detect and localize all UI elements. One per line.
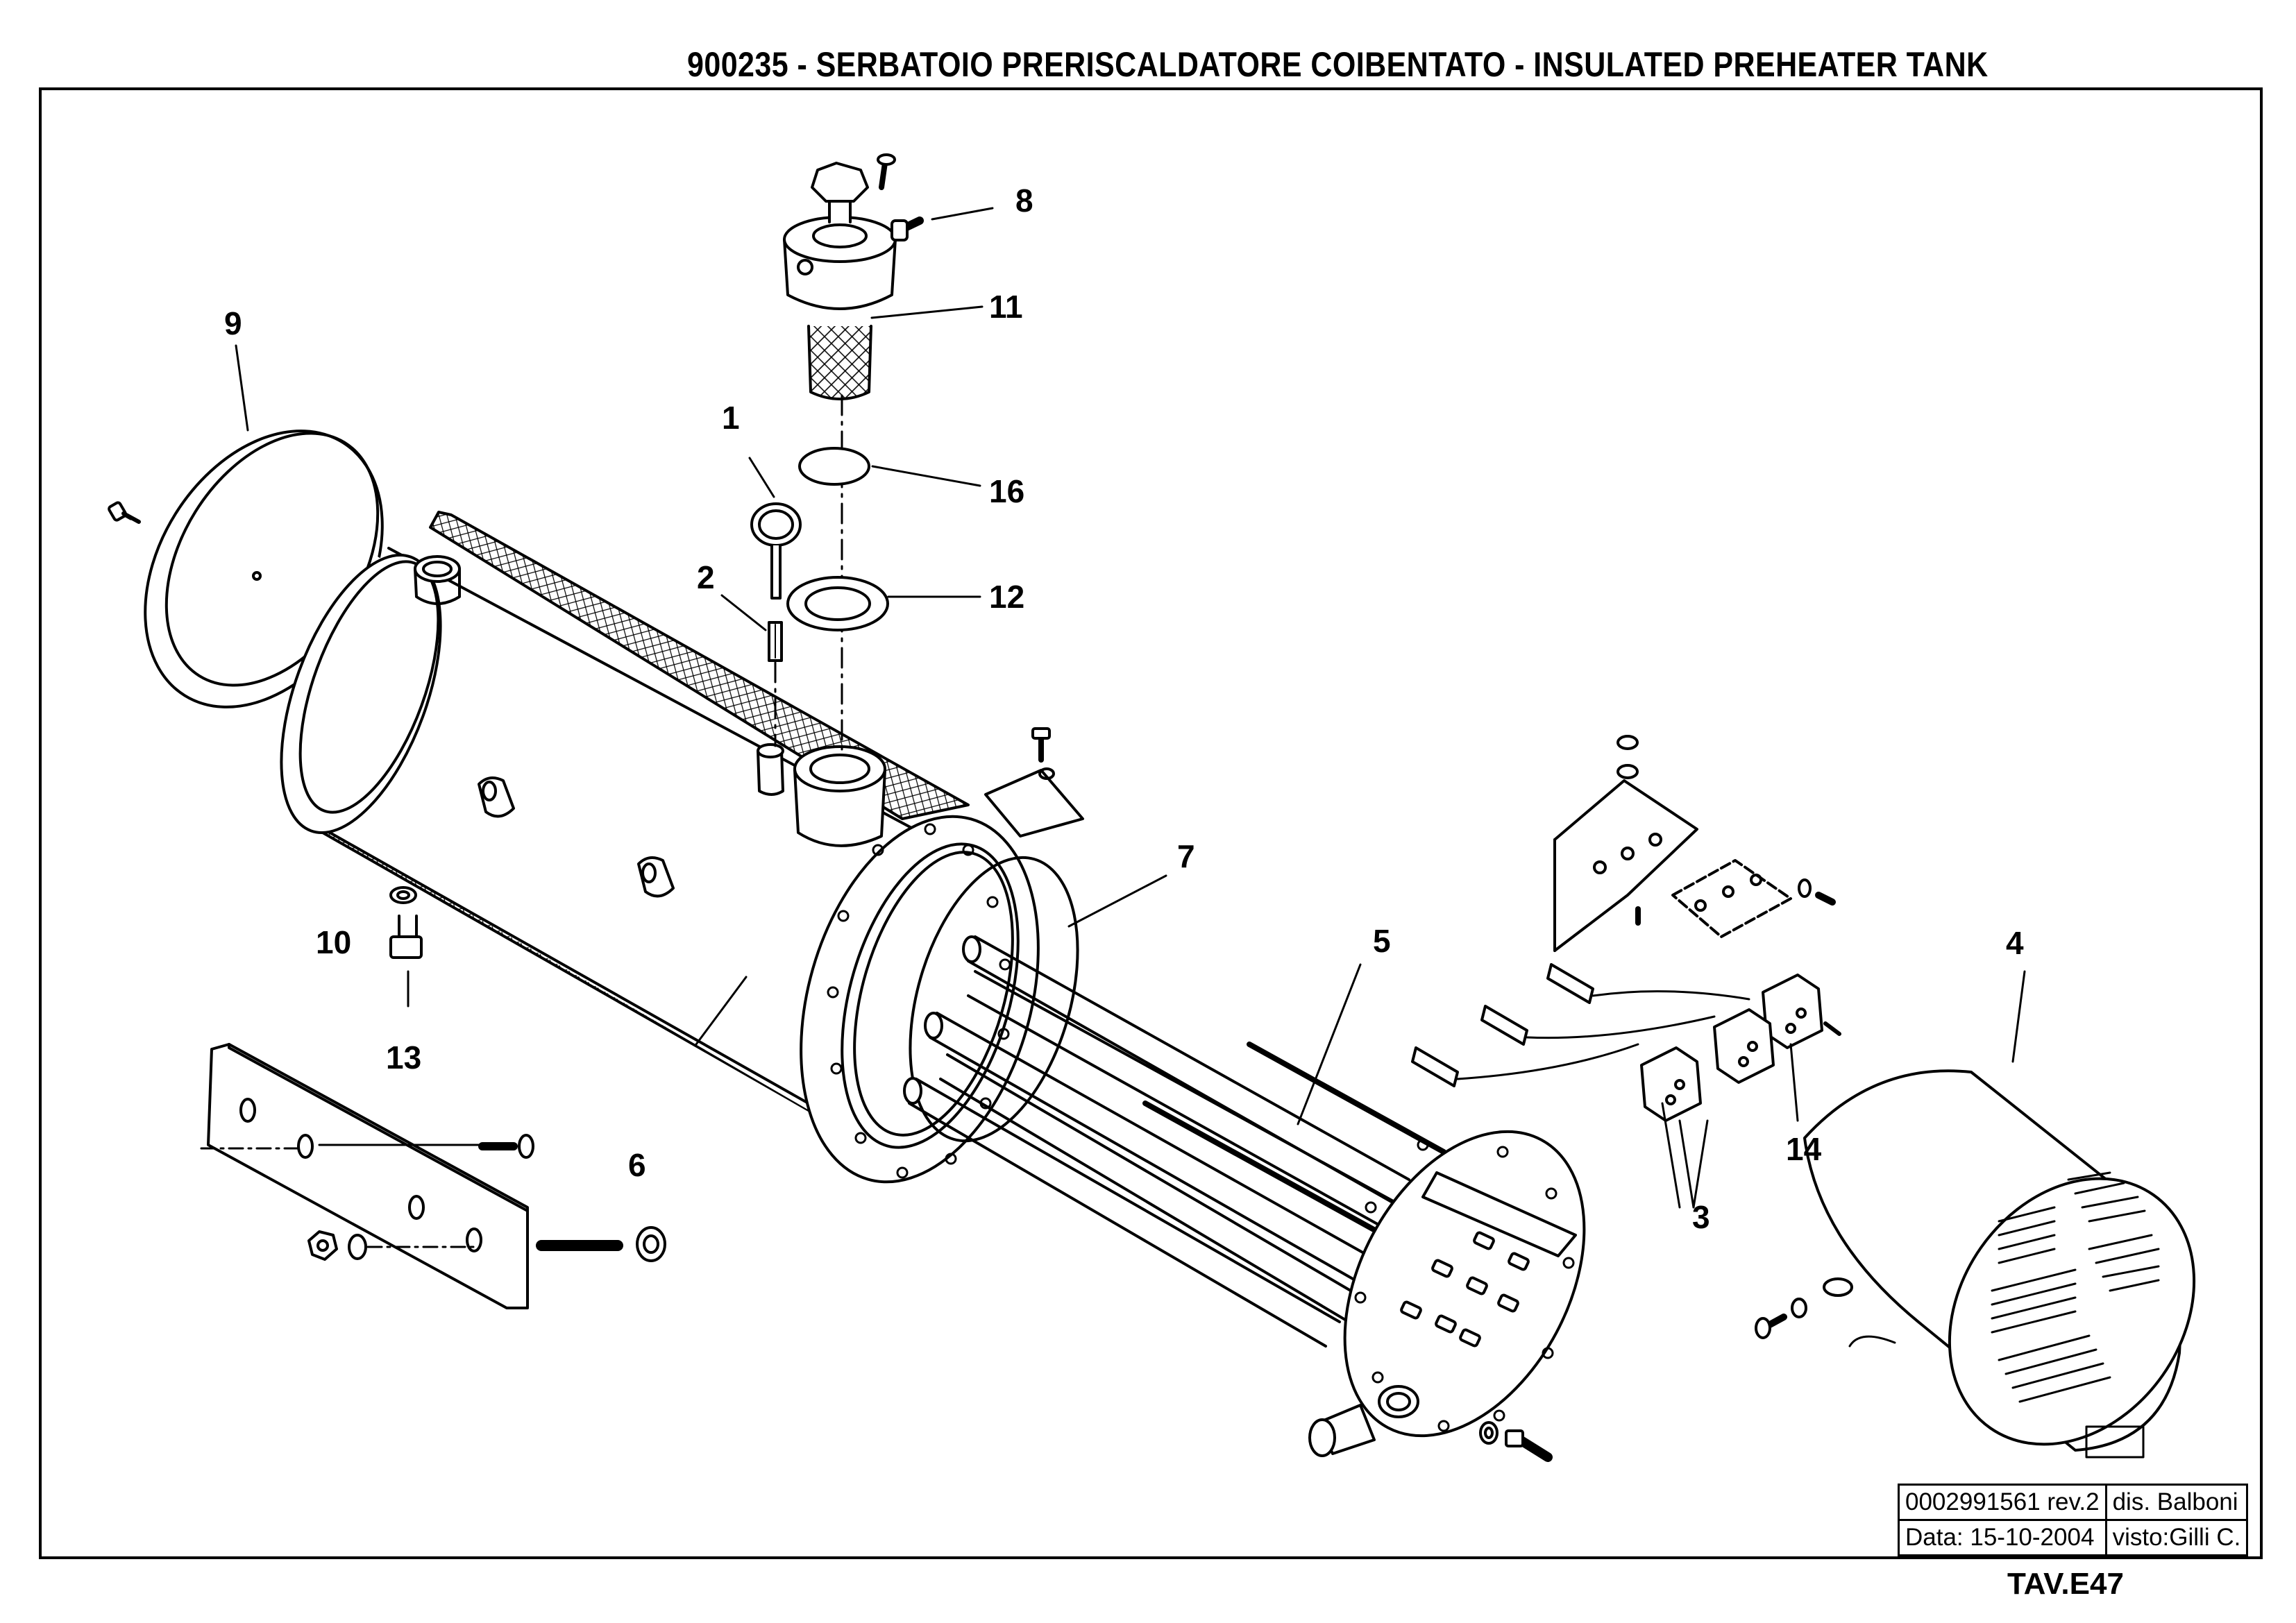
- vent-plug-screw: [890, 216, 924, 241]
- callout-11: 11: [989, 289, 1023, 325]
- callout-7: 7: [1177, 838, 1195, 874]
- vent-small-screw: [877, 153, 896, 190]
- bracket-screw: [478, 1134, 534, 1159]
- callout-3: 3: [1692, 1199, 1710, 1235]
- heating-element: [903, 935, 1586, 1462]
- drain-washer: [389, 886, 417, 904]
- cover-vent-slots: [1991, 1171, 2160, 1403]
- safety-thermostat: [1762, 974, 1841, 1049]
- bracket-nut: [307, 1230, 338, 1261]
- tank-boss-top: [414, 555, 461, 605]
- tank-top-port: [793, 745, 886, 847]
- bracket-washer: [348, 1234, 367, 1260]
- support-clip: [984, 727, 1084, 838]
- leader-lines: [235, 207, 2026, 1209]
- insulated-tank-body: [280, 511, 1040, 1184]
- callout-numbers: 8 11 9 1 16 2 12 7 5 4 10 13 6 14 3: [224, 182, 2024, 1235]
- callout-16: 16: [989, 473, 1024, 509]
- sheet-number: TAV.E47: [2007, 1567, 2124, 1601]
- air-vent-filter: [783, 153, 897, 400]
- callout-9: 9: [224, 305, 242, 341]
- thermometer-well: [757, 743, 784, 796]
- thermometer: [750, 502, 802, 600]
- flange-gasket: [909, 856, 1079, 1143]
- drawing-frame: [39, 87, 2263, 1559]
- mounting-bracket: [200, 1043, 666, 1309]
- element-cover: [1803, 1069, 2196, 1459]
- callout-14: 14: [1786, 1131, 1822, 1167]
- callout-2: 2: [697, 559, 715, 595]
- callout-6: 6: [628, 1147, 646, 1183]
- cover-screw-and-washer: [1755, 1298, 1807, 1339]
- drawn-by: dis. Balboni: [2104, 1484, 2249, 1521]
- control-thermostat-2: [1640, 1046, 1702, 1122]
- checked-by: visto:Gilli C.: [2104, 1519, 2249, 1556]
- bracket-stud: [536, 1226, 666, 1262]
- cover-screw: [108, 501, 141, 524]
- title-block: 0002991561 rev.2 dis. Balboni Data: 15-1…: [1898, 1484, 2249, 1556]
- callout-4: 4: [2006, 925, 2024, 961]
- callout-8: 8: [1015, 182, 1033, 219]
- callout-5: 5: [1373, 923, 1391, 959]
- drawing-number: 0002991561 rev.2: [1898, 1484, 2107, 1521]
- control-thermostat-1: [1713, 1008, 1775, 1084]
- callout-12: 12: [989, 579, 1024, 615]
- drawing-date: Data: 15-10-2004: [1898, 1519, 2107, 1556]
- page-title: 900235 - SERBATOIO PRERISCALDATORE COIBE…: [687, 45, 1989, 84]
- callout-1: 1: [722, 400, 740, 436]
- thermometer-pocket: [768, 621, 783, 747]
- o-ring: [798, 447, 870, 486]
- element-bolt: [1505, 1429, 1553, 1462]
- drain-plug: [389, 915, 423, 959]
- tank-boss-side-2: [637, 856, 675, 898]
- thermostat-bracket: [1553, 735, 1836, 952]
- bracket-nut-top: [1617, 735, 1639, 779]
- tank-boss-side-1: [478, 776, 515, 818]
- element-washer: [1479, 1421, 1499, 1445]
- callout-10: 10: [316, 924, 351, 960]
- bracket-screw-right: [1798, 878, 1836, 906]
- top-gasket: [786, 576, 889, 631]
- thermostat-probes: [1411, 963, 1750, 1087]
- callout-13: 13: [386, 1039, 421, 1076]
